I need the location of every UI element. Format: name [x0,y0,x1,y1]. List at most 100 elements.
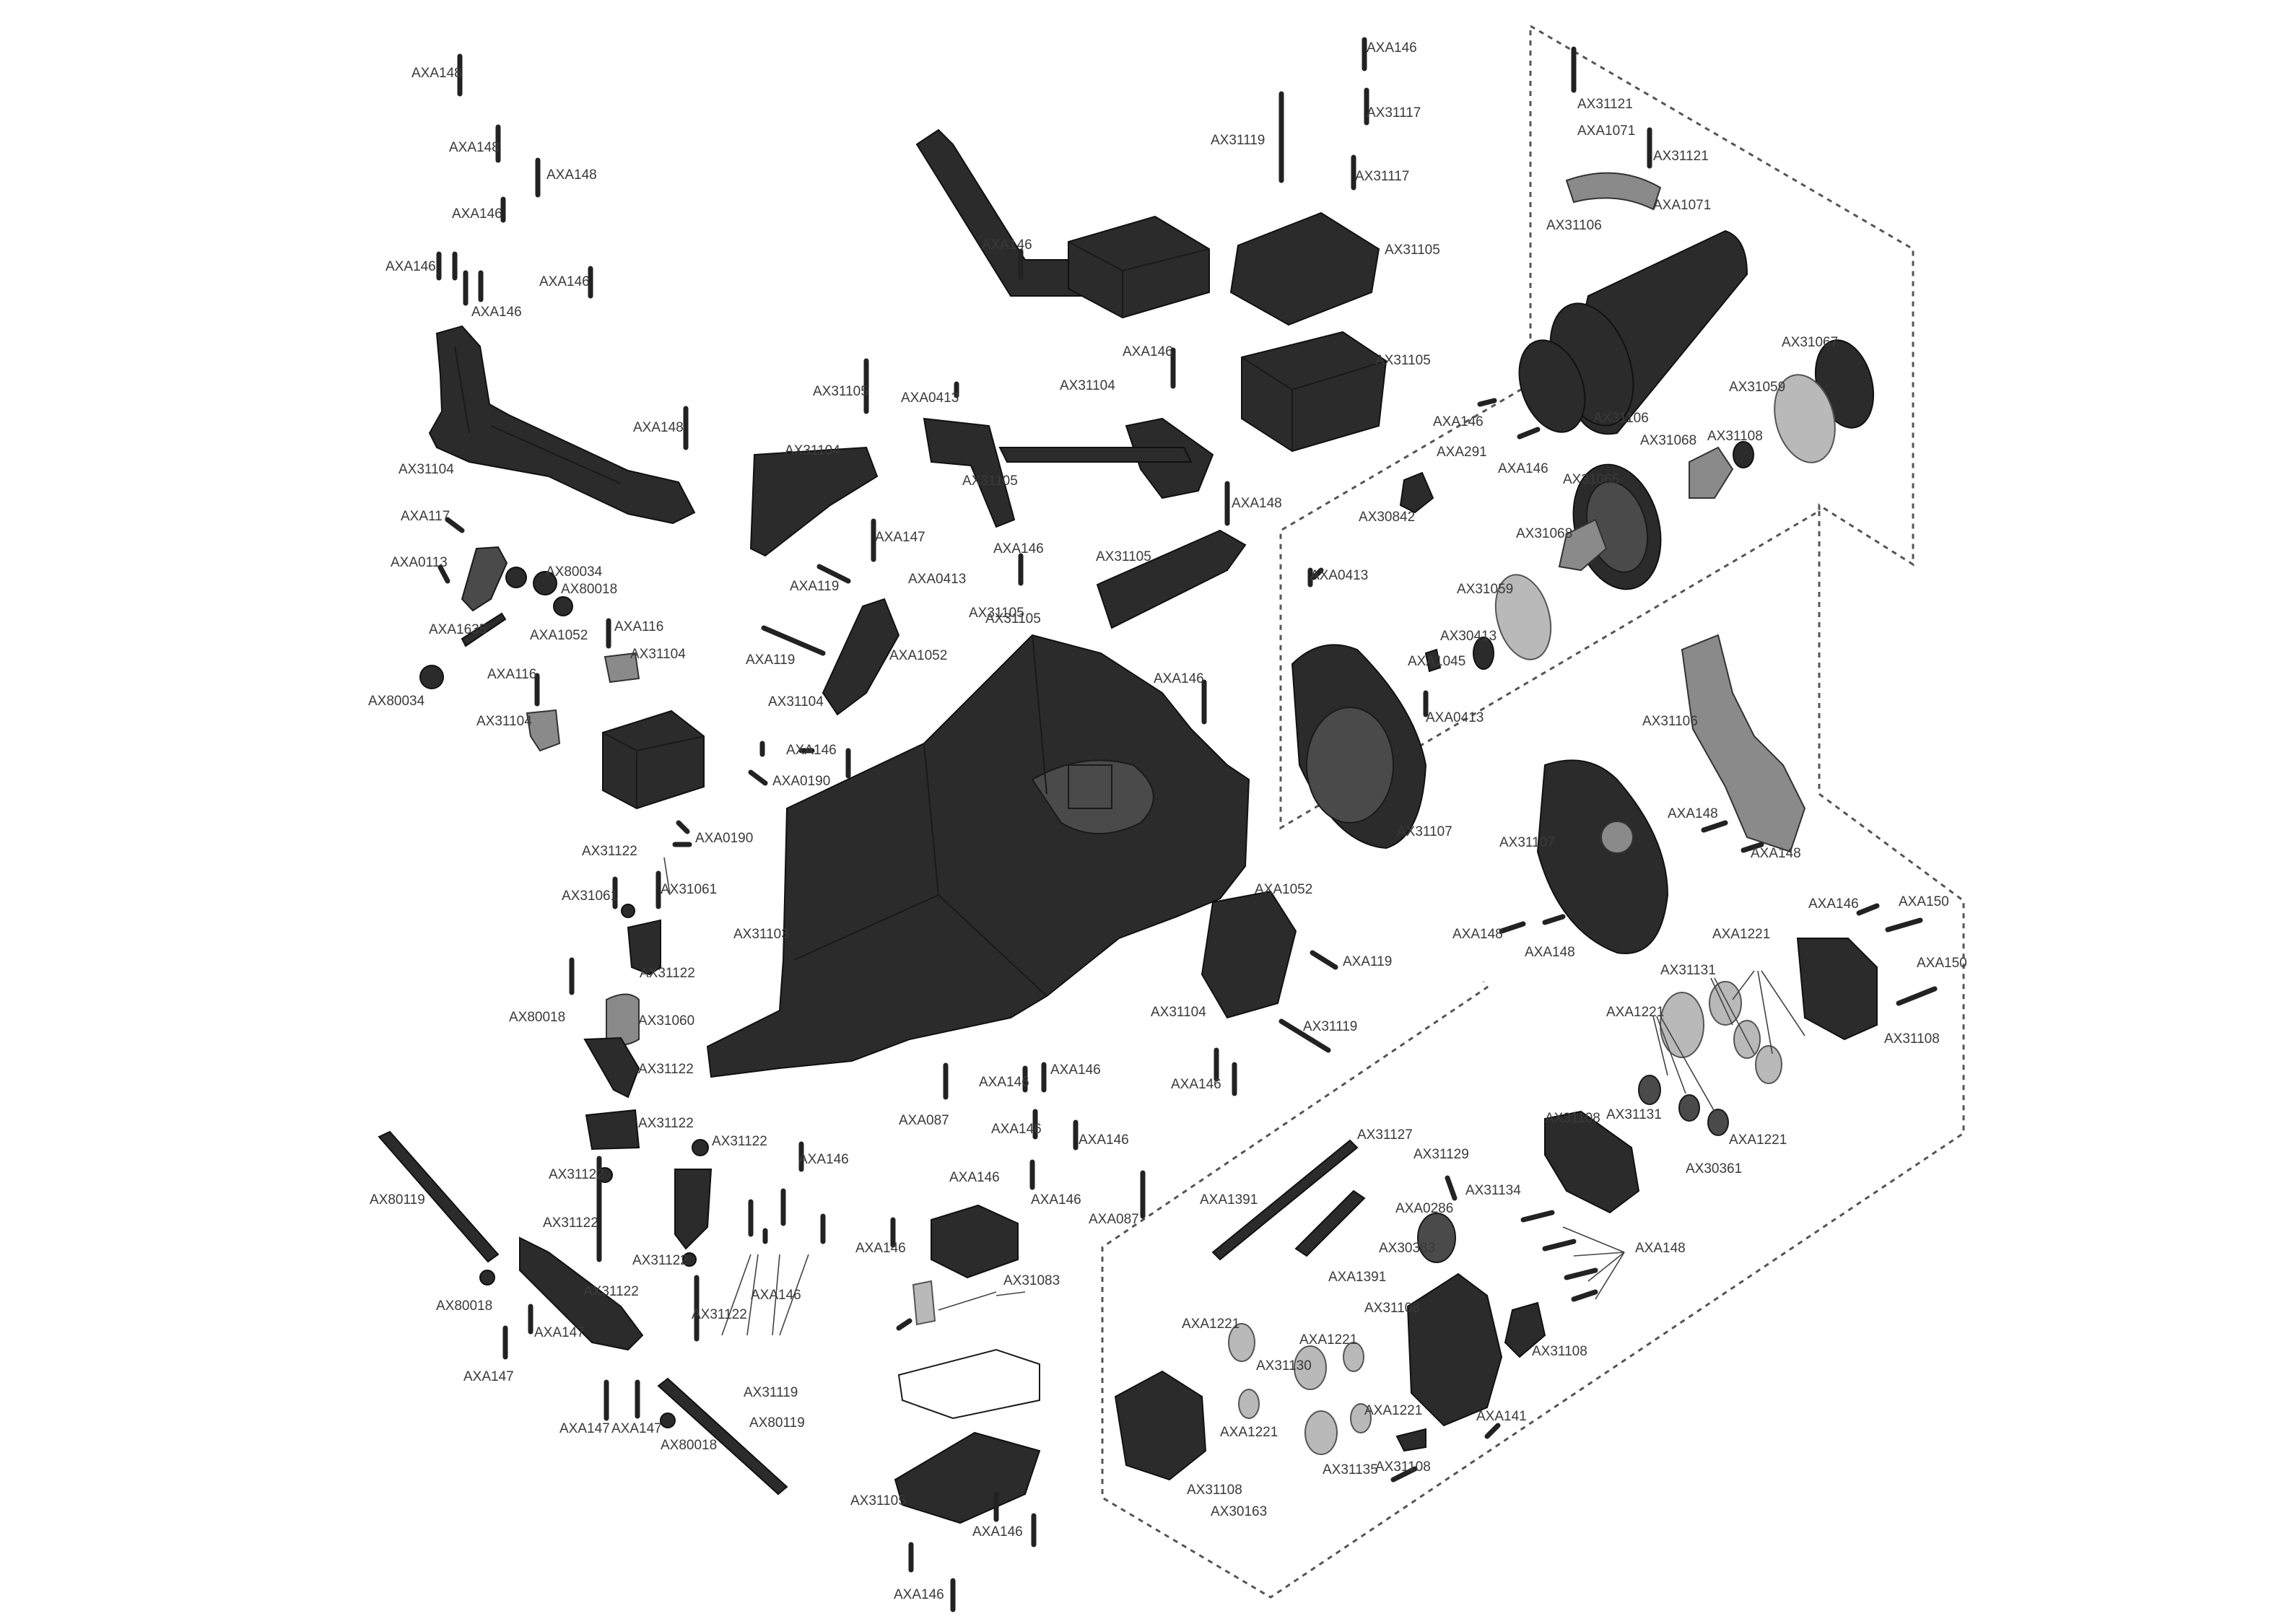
servo-mount-ax31104 [428,325,696,525]
label-ax31105: AX31105 [985,611,1041,627]
label-ax31068: AX31068 [1640,433,1696,448]
label-axa146: AXA146 [1050,1062,1101,1078]
label-ax31104: AX31104 [768,694,824,710]
label-axa1052: AXA1052 [889,648,947,663]
label-axa148: AXA148 [1751,846,1801,861]
label-ax80018: AX80018 [661,1438,717,1453]
label-ax31105: AX31105 [962,473,1018,489]
label-ax31121: AX31121 [1577,97,1633,112]
label-ax31119: AX31119 [1303,1019,1357,1034]
label-axa148: AXA148 [1232,496,1282,511]
label-axa148: AXA148 [1452,927,1503,942]
label-axa119: AXA119 [746,652,795,668]
label-axa147: AXA147 [559,1421,610,1436]
label-ax31106: AX31106 [1546,218,1602,233]
gear-cover-ax31107 [1291,644,1669,954]
label-axa0413: AXA0413 [1426,710,1484,725]
label-axa146: AXA146 [751,1288,801,1303]
label-axa150: AXA150 [1899,894,1949,909]
label-ax31061: AX31061 [661,882,717,897]
label-axa087: AXA087 [899,1113,949,1128]
label-ax31122: AX31122 [712,1134,767,1149]
label-ax31122: AX31122 [582,844,637,859]
label-ax31108: AX31108 [1187,1483,1242,1498]
label-axa146: AXA146 [452,206,502,222]
label-axa116: AXA116 [614,619,663,634]
label-axa1052: AXA1052 [1255,882,1312,897]
steering-bellcrank [419,546,573,689]
label-axa1391: AXA1391 [1328,1270,1386,1285]
label-axa1052: AXA1052 [530,628,588,643]
label-axa146: AXA146 [539,274,590,289]
label-axa146: AXA146 [1498,461,1548,476]
label-axa146: AXA146 [949,1170,1000,1185]
label-axa146: AXA146 [972,1524,1023,1540]
label-axa1221: AXA1221 [1729,1132,1787,1148]
label-axa147: AXA147 [611,1421,662,1436]
label-axa146: AXA146 [1808,896,1859,912]
label-ax31104: AX31104 [1060,378,1115,393]
label-ax30361: AX30361 [1686,1161,1742,1176]
label-axa291: AXA291 [1437,445,1487,460]
label-ax31068: AX31068 [1516,526,1572,541]
part-labels: AXA148 AXA148 AXA148 AXA146 AXA146 AXA14… [368,40,1967,1602]
label-axa148: AXA148 [546,167,597,183]
label-ax31104: AX31104 [785,443,840,458]
label-ax31060: AX31060 [638,1013,694,1029]
label-ax31105: AX31105 [1385,243,1440,258]
label-axa119: AXA119 [1343,954,1392,969]
label-axa148: AXA148 [633,420,684,435]
label-ax31104: AX31104 [398,462,454,477]
label-ax31122: AX31122 [632,1253,688,1268]
label-axa0190: AXA0190 [772,774,830,789]
motor-plate-gears [1399,339,1875,673]
label-ax80034: AX80034 [368,694,425,709]
label-ax31122: AX31122 [640,966,695,981]
label-ax31061: AX31061 [562,889,618,904]
leader-lines [663,857,1805,1336]
label-ax31122: AX31122 [638,1062,694,1077]
label-axa1221: AXA1221 [1299,1332,1357,1348]
esc-mount-ax31105 [1229,211,1388,453]
label-ax31130: AX31130 [1256,1358,1312,1374]
label-ax31107: AX31107 [1397,824,1452,839]
label-ax31067: AX31067 [1782,335,1838,350]
label-axa146: AXA146 [1171,1077,1221,1092]
label-ax31105: AX31105 [969,606,1024,621]
label-ax31065: AX31065 [1563,472,1619,487]
esc-unit [1068,215,1210,319]
label-ax31059: AX31059 [1729,380,1785,395]
label-ax30163: AX30163 [1211,1504,1267,1519]
label-axa1221: AXA1221 [1712,927,1770,942]
label-axa146: AXA146 [894,1587,944,1602]
label-axa0413: AXA0413 [1310,568,1368,583]
label-ax31105: AX31105 [1375,353,1431,368]
label-axa148: AXA148 [411,66,462,81]
label-ax31122: AX31122 [638,1116,694,1131]
label-ax31122: AX31122 [543,1215,598,1231]
label-ax31104: AX31104 [476,714,532,729]
label-axa1071: AXA1071 [1577,123,1635,139]
label-ax30842: AX30842 [1359,510,1415,525]
label-axa146: AXA146 [1154,671,1204,686]
label-ax31134: AX31134 [1465,1183,1521,1198]
servo-body [602,710,705,810]
label-axa146: AXA146 [991,1122,1042,1137]
label-axa150: AXA150 [1917,956,1967,971]
label-axa0286: AXA0286 [1395,1201,1453,1216]
main-chassis-ax31103 [706,634,1250,1078]
label-axa0190: AXA0190 [695,831,753,846]
label-axa1071: AXA1071 [1653,198,1711,213]
label-ax80119: AX80119 [370,1192,425,1208]
label-ax31117: AX31117 [1355,169,1409,184]
label-axa148: AXA148 [1635,1241,1686,1256]
label-ax31059: AX31059 [1457,582,1513,597]
label-ax31129: AX31129 [1413,1147,1469,1162]
label-ax80018: AX80018 [509,1010,565,1025]
label-axa148: AXA148 [1525,945,1575,960]
transmission-parts [1114,938,1878,1481]
label-axa1221: AXA1221 [1182,1317,1240,1332]
label-ax31108: AX31108 [1884,1031,1940,1047]
label-axa1221: AXA1221 [1364,1403,1422,1418]
label-ax31106: AX31106 [1642,714,1698,729]
